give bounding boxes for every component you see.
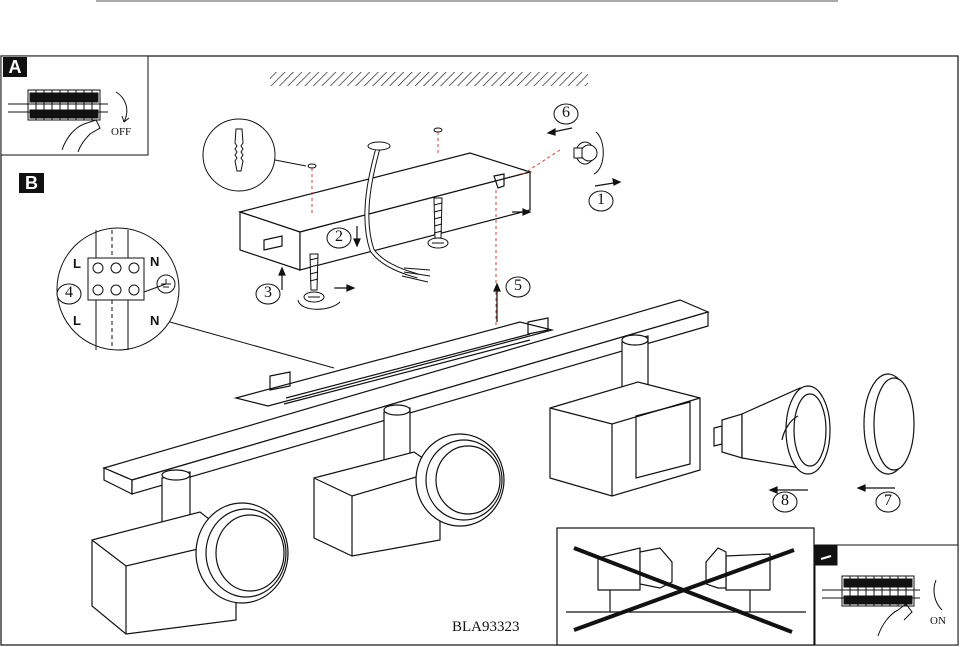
panel-on-box [814,544,959,646]
step-3-number: 3 [264,284,272,301]
step-7-circle [875,491,901,513]
panel-b-label: B [19,173,44,193]
wall-plug-callout [202,118,443,192]
mounting-plate [237,152,533,271]
step-7-number: 7 [884,492,892,509]
track-bar [102,299,710,495]
spotlight-head [91,334,701,635]
terminal-block-callout [56,227,335,369]
direction-arrows [278,127,895,494]
step-1-circle [588,190,614,212]
cover-ring-icon [863,373,915,475]
step-6-number: 6 [562,104,570,121]
step-2-circle [326,227,352,249]
step-circles [56,103,901,513]
step-4-circle [56,283,82,305]
incorrect-use-panel [556,527,815,646]
step-4-number: 4 [65,284,73,301]
ceiling-hatch [270,72,588,86]
step-8-circle [772,491,798,513]
step-5-circle [505,276,531,298]
wire-neutral-label-bottom: N [150,313,160,328]
switch-on-text: ON [930,615,946,627]
wire-neutral-label: N [150,254,160,269]
wire-live-label-bottom: L [73,313,81,328]
step-6-circle [553,103,579,125]
step-8-number: 8 [781,492,789,509]
step-2-number: 2 [335,228,343,245]
panel-a-label: A [3,57,27,77]
step-3-circle [255,283,281,305]
thumb-screw-icon [573,131,604,175]
switch-off-text: OFF [111,126,132,138]
diagram-frame [0,55,959,646]
breaker-off-illustration [8,89,130,153]
model-number: BLA93323 [452,619,520,635]
screw-icon [297,197,449,310]
step-5-number: 5 [514,277,522,294]
alignment-guides [311,132,561,330]
breaker-on-illustration [822,575,943,637]
step-1-number: 1 [597,191,605,208]
gu10-bulb-icon [713,385,831,475]
wire-live-label: L [73,256,81,271]
